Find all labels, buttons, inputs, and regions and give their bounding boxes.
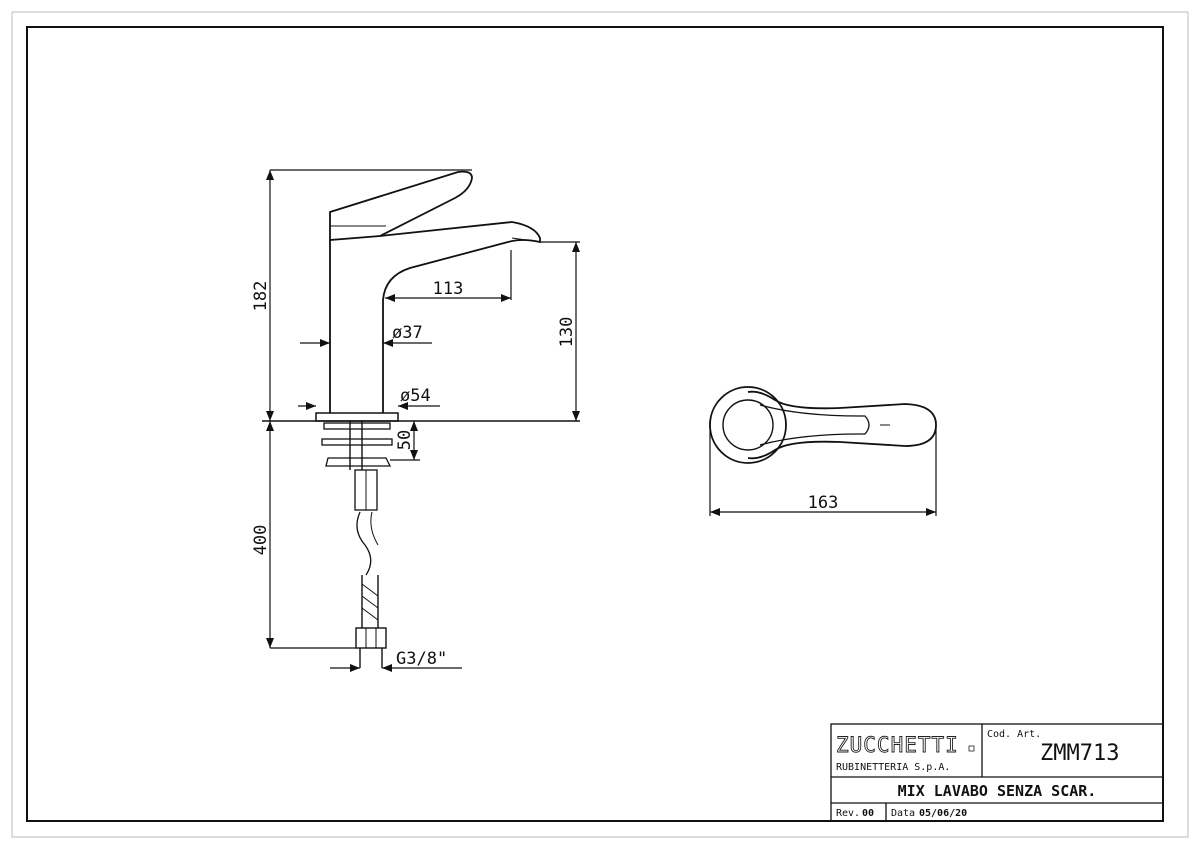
dimension-arrows: [266, 170, 936, 672]
article-code: ZMM713: [1040, 741, 1119, 766]
date-value: 05/06/20: [919, 808, 967, 819]
drawing-border: [26, 26, 1164, 822]
lever-handle: [329, 170, 473, 241]
dim-base-diameter: ø54: [400, 386, 431, 406]
dim-connection: G3/8": [396, 649, 447, 669]
company-logo: ZUCCHETTI: [836, 733, 959, 757]
company-name: RUBINETTERIA S.p.A.: [836, 762, 950, 773]
dim-spout-reach: 113: [433, 279, 464, 299]
title-block: [830, 723, 1164, 822]
dim-hose-length: 400: [251, 525, 271, 556]
logo-mark-icon: [968, 745, 975, 752]
faucet-side-view: [262, 170, 580, 668]
faucet-body: [329, 221, 541, 413]
date-label: Data: [891, 808, 915, 819]
rev-value: 00: [862, 808, 874, 819]
dimension-lines: [269, 169, 937, 669]
code-label: Cod. Art.: [987, 729, 1041, 740]
dim-shank-length: 50: [395, 430, 415, 450]
dim-body-diameter: ø37: [392, 323, 423, 343]
outer-frame: [11, 11, 1189, 838]
product-description: MIX LAVABO SENZA SCAR.: [898, 782, 1097, 800]
rev-label: Rev.: [836, 808, 860, 819]
dim-spout-height: 130: [557, 317, 577, 348]
dim-top-view-length: 163: [808, 493, 839, 513]
dim-total-height: 182: [251, 281, 271, 312]
faucet-top-view: [709, 386, 937, 464]
faucet-base: [315, 412, 399, 422]
